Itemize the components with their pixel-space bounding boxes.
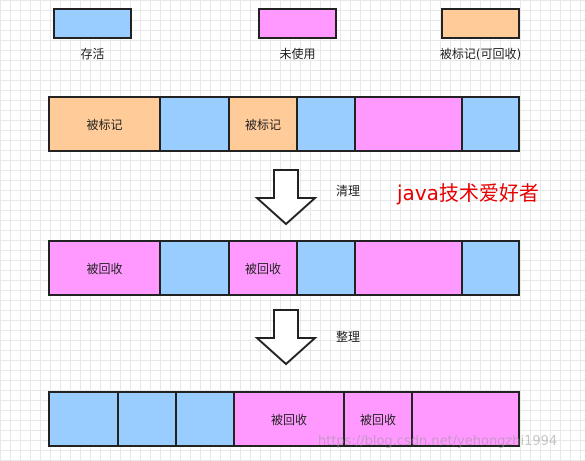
memory-row-after-compact: 被回收 被回收 xyxy=(48,391,520,447)
memory-block-live xyxy=(463,98,518,150)
legend-label-unused: 未使用 xyxy=(279,47,316,61)
memory-block-live xyxy=(298,242,356,294)
memory-block-reclaimed: 被回收 xyxy=(230,242,298,294)
legend-swatch-live xyxy=(53,8,132,39)
down-arrow-icon xyxy=(254,169,318,226)
memory-block-marked: 被标记 xyxy=(230,98,298,150)
step-label-compact: 整理 xyxy=(336,330,361,344)
memory-block-live xyxy=(50,393,119,445)
memory-row-after-clean: 被回收 被回收 xyxy=(48,240,520,296)
down-arrow-icon xyxy=(254,309,318,366)
memory-block-reclaimed: 被回收 xyxy=(50,242,161,294)
memory-block-live xyxy=(161,98,230,150)
memory-block-live xyxy=(119,393,177,445)
step-label-clean: 清理 xyxy=(336,184,361,198)
memory-block-unused xyxy=(356,98,463,150)
memory-block-live xyxy=(463,242,518,294)
memory-row-before: 被标记 被标记 xyxy=(48,96,520,152)
legend-label-live: 存活 xyxy=(80,47,105,61)
watermark-text: https://blog.csdn.net/yehongzhi1994 xyxy=(318,434,558,449)
memory-block-live xyxy=(161,242,230,294)
memory-block-reclaimed: 被回收 xyxy=(235,393,345,445)
memory-block-live xyxy=(298,98,356,150)
memory-block-marked: 被标记 xyxy=(50,98,161,150)
legend-swatch-unused xyxy=(258,8,337,39)
memory-block-unused xyxy=(356,242,463,294)
memory-block-live xyxy=(177,393,235,445)
brand-text: java技术爱好者 xyxy=(397,181,539,205)
legend-label-marked: 被标记(可回收) xyxy=(439,47,522,61)
memory-block-unused xyxy=(413,393,518,445)
legend-swatch-marked xyxy=(441,8,520,39)
memory-block-reclaimed: 被回收 xyxy=(345,393,413,445)
